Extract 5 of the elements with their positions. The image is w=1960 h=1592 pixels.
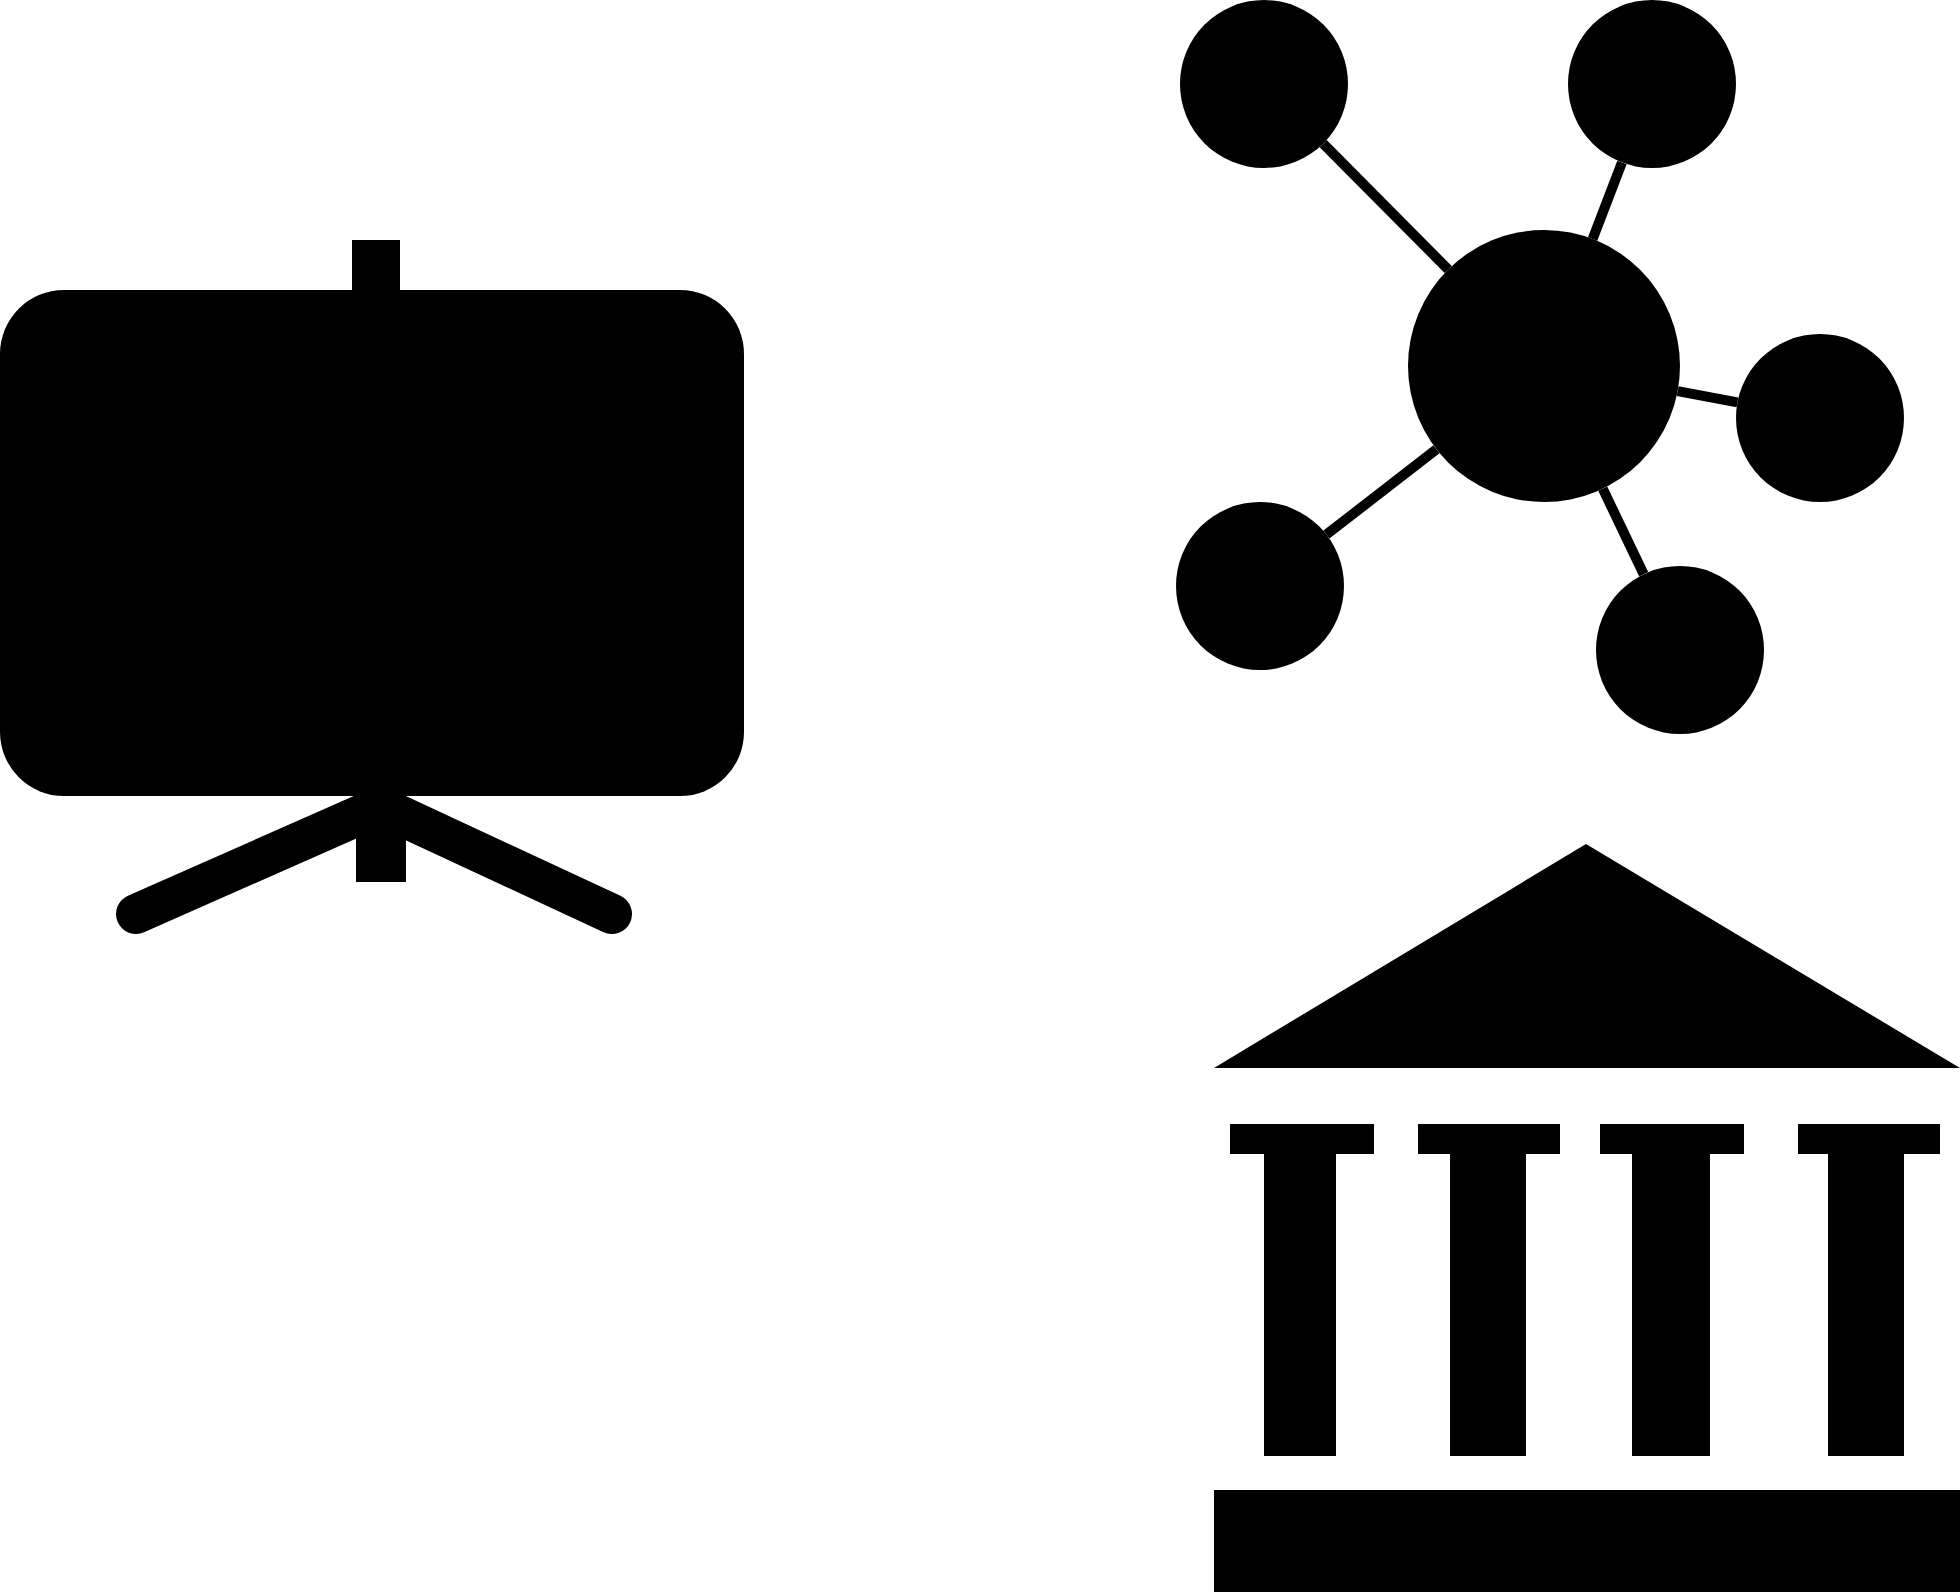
connector-line: [1323, 445, 1440, 539]
connector-line: [1598, 486, 1649, 577]
connector-line: [1319, 140, 1452, 273]
connector-line: [1587, 160, 1627, 241]
connector-line: [1676, 386, 1739, 408]
